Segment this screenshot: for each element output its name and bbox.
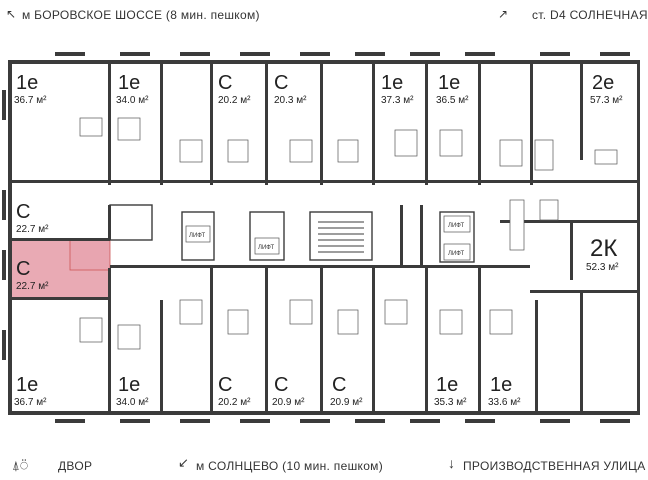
caption-top-right-arrow: ↗ — [498, 7, 509, 21]
caption-top-left-arrow: ↖ — [6, 7, 17, 21]
unit-area-u16: 35.3 м² — [434, 397, 467, 408]
arrow-down-icon: ↓ — [448, 455, 456, 471]
unit-type-u11: 1е — [16, 374, 38, 396]
unit-type-u13: С — [218, 374, 232, 396]
unit-u3: С 20.2 м² — [218, 72, 251, 106]
unit-u4: С 20.3 м² — [274, 72, 307, 106]
unit-area-u8: 22.7 м² — [16, 224, 49, 235]
unit-type-u8: С — [16, 201, 30, 223]
unit-area-u11: 36.7 м² — [14, 397, 47, 408]
unit-area-u12: 34.0 м² — [116, 397, 149, 408]
unit-area-u17: 33.6 м² — [488, 397, 521, 408]
unit-area-u4: 20.3 м² — [274, 95, 307, 106]
unit-u14: С 20.9 м² — [272, 374, 305, 408]
caption-d4-station: ст. D4 СОЛНЕЧНАЯ — [532, 8, 648, 22]
unit-area-u2: 34.0 м² — [116, 95, 149, 106]
caption-borovskoe: м БОРОВСКОЕ ШОССЕ (8 мин. пешком) — [22, 8, 260, 22]
unit-area-u3: 20.2 м² — [218, 95, 251, 106]
unit-type-u6: 1е — [438, 72, 460, 94]
unit-u5: 1е 37.3 м² — [381, 72, 414, 106]
unit-area-u6: 36.5 м² — [436, 95, 469, 106]
unit-area-u7: 57.3 м² — [590, 95, 623, 106]
unit-u15: С 20.9 м² — [330, 374, 363, 408]
unit-type-u12: 1е — [118, 374, 140, 396]
unit-u2: 1е 34.0 м² — [116, 72, 149, 106]
unit-type-u10: 2К — [590, 235, 617, 262]
caption-solntsevo: м СОЛНЦЕВО (10 мин. пешком) — [196, 459, 384, 473]
unit-area-u5: 37.3 м² — [381, 95, 414, 106]
unit-area-u9: 22.7 м² — [16, 281, 49, 292]
unit-u6: 1е 36.5 м² — [436, 72, 469, 106]
lift-label-2: ЛИФТ — [258, 245, 274, 251]
unit-type-u5: 1е — [381, 72, 403, 94]
unit-u10: 2К 52.3 м² — [586, 235, 619, 273]
unit-type-u15: С — [332, 374, 346, 396]
unit-type-u1: 1е — [16, 72, 38, 94]
caption-yard: ДВОР — [58, 459, 93, 473]
unit-u17: 1е 33.6 м² — [488, 374, 521, 408]
lift-label-4: ЛИФТ — [448, 251, 464, 257]
lift-label-1: ЛИФТ — [189, 233, 205, 239]
arrow-down-left-icon: ↙ — [178, 455, 190, 470]
unit-area-u13: 20.2 м² — [218, 397, 251, 408]
unit-u9-highlighted[interactable]: С 22.7 м² — [16, 258, 49, 292]
unit-type-u14: С — [274, 374, 288, 396]
unit-type-u2: 1е — [118, 72, 140, 94]
unit-u16: 1е 35.3 м² — [434, 374, 467, 408]
tree-icon: ⍋⍥ — [12, 458, 29, 473]
unit-u11: 1е 36.7 м² — [14, 374, 47, 408]
unit-type-u17: 1е — [490, 374, 512, 396]
unit-area-u14: 20.9 м² — [272, 397, 305, 408]
lift-label-3: ЛИФТ — [448, 223, 464, 229]
unit-type-u7: 2е — [592, 72, 614, 94]
caption-proizvodstvennaya: ПРОИЗВОДСТВЕННАЯ УЛИЦА — [463, 459, 646, 473]
unit-u7: 2е 57.3 м² — [590, 72, 623, 106]
unit-area-u10: 52.3 м² — [586, 262, 619, 273]
unit-type-u4: С — [274, 72, 288, 94]
unit-area-u15: 20.9 м² — [330, 397, 363, 408]
unit-type-u3: С — [218, 72, 232, 94]
unit-type-u16: 1е — [436, 374, 458, 396]
unit-type-u9: С — [16, 258, 30, 280]
unit-u13: С 20.2 м² — [218, 374, 251, 408]
unit-u8: С 22.7 м² — [16, 201, 49, 235]
unit-u12: 1е 34.0 м² — [116, 374, 149, 408]
unit-u1: 1е 36.7 м² — [14, 72, 47, 106]
unit-area-u1: 36.7 м² — [14, 95, 47, 106]
